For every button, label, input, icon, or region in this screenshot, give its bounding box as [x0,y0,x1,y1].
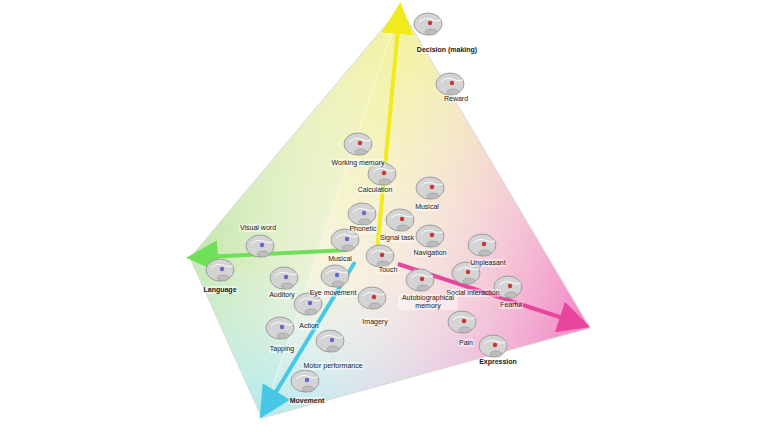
task-label: Working memory [331,159,386,167]
task-label: Phonetic [348,225,377,233]
brain-icon [436,73,464,95]
task-label: Motor performance [302,362,363,370]
task-label: Reward [443,95,469,103]
task-label: Action [298,322,319,330]
task-label: Calculation [357,186,394,194]
task-label: Musical [327,255,353,263]
task-label: Signal task [379,234,415,242]
brain-icon [406,269,434,291]
task-label: Expression [478,358,518,366]
task-label: Movement [289,397,326,405]
task-label: Language [202,286,237,294]
brain-icon [416,177,444,199]
task-label: Navigation [412,249,447,257]
brain-icon [348,203,376,225]
task-label: Auditory [268,291,296,299]
brain-icon [291,370,319,392]
brain-icon [270,267,298,289]
brain-icon [344,133,372,155]
brain-icon [206,259,234,281]
brain-icon [316,330,344,352]
brain-icon [246,235,274,257]
brain-icon [416,225,444,247]
brain-icon [414,13,442,35]
task-label: Musical [414,203,440,211]
brain-icon [321,265,349,287]
brain-icon [468,234,496,256]
task-label: Visual word [239,224,277,232]
task-label: Eye movement [309,289,358,297]
brain-icon [266,317,294,339]
task-label: Fearful [499,301,523,309]
brain-icon [366,245,394,267]
brain-icon [479,335,507,357]
task-label: Tapping [269,345,296,353]
task-label: Pain [458,339,474,347]
task-label: Imagery [361,318,388,326]
brain-icon [448,311,476,333]
task-label: Touch [378,266,399,274]
brain-icon [386,209,414,231]
task-label: Decision (making) [416,46,478,54]
brain-icon [358,287,386,309]
task-label: Autobiographical memory [398,294,458,310]
task-label: Unpleasant [469,259,506,267]
